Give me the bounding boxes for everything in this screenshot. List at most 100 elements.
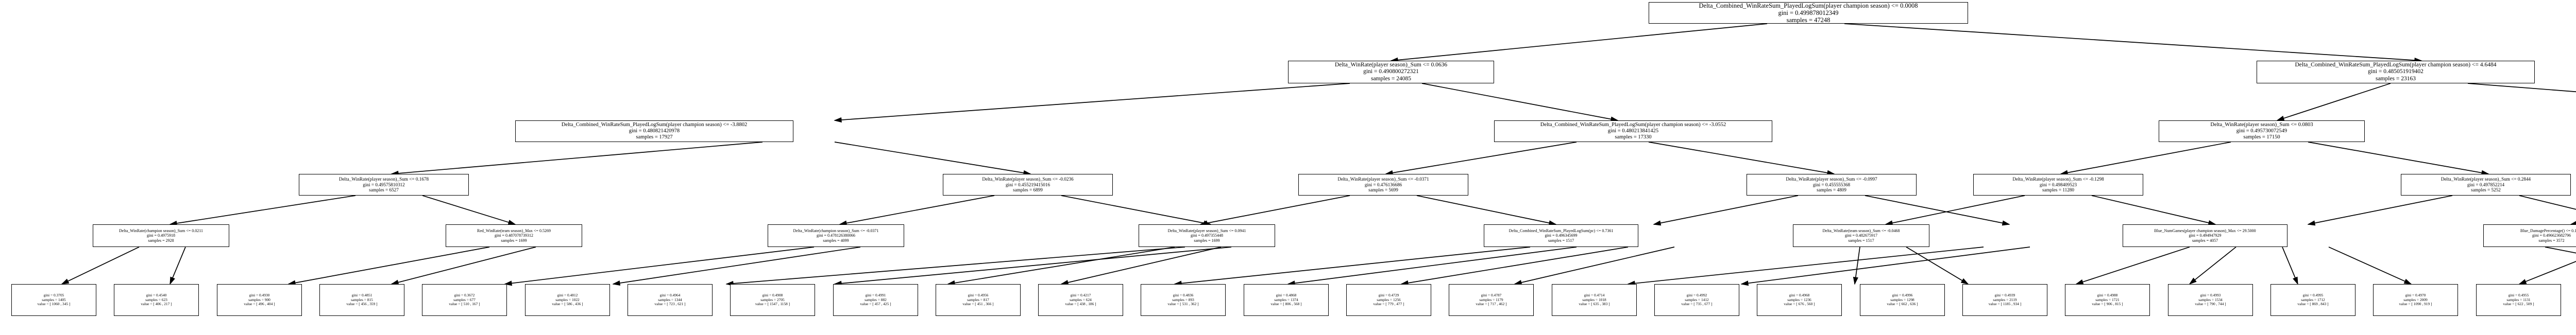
tree-node-lrl[interactable]: Delta_WinRate(player season)_Sum <= -0.0… xyxy=(1298,174,1468,196)
tree-node-l5-2[interactable]: Red_WinRate(team season)_Max <= 0.5269 g… xyxy=(446,224,582,247)
tree-node-lr[interactable]: Delta_Combined_WinRateSum_PlayedLogSum(p… xyxy=(1494,120,1772,142)
leaf-samples: samples = 882 xyxy=(865,297,887,302)
leaf-samples: samples = 1374 xyxy=(1274,297,1298,302)
node-samples: samples = 23163 xyxy=(2375,75,2416,82)
leaf-gini: gini = 0.4995 xyxy=(2302,293,2324,298)
tree-node-rl[interactable]: Delta_WinRate(player season)_Sum <= 0.08… xyxy=(2159,120,2365,142)
leaf-samples: samples = 815 xyxy=(351,297,373,302)
leaf-value: value = [ 723 , 621 ] xyxy=(654,302,686,307)
leaf-samples: samples = 1131 xyxy=(2506,297,2531,302)
leaf-samples: samples = 1721 xyxy=(2095,297,2120,302)
node-samples: samples = 3572 xyxy=(2538,238,2565,243)
leaf-samples: samples = 1534 xyxy=(2198,297,2223,302)
leaf-samples: samples = 1405 xyxy=(42,297,66,302)
leaf-value: value = [ 456 , 359 ] xyxy=(346,302,378,307)
node-condition: Red_WinRate(team season)_Max <= 0.5269 xyxy=(477,228,551,234)
node-samples: samples = 2928 xyxy=(148,238,174,243)
tree-node-ll[interactable]: Delta_Combined_WinRateSum_PlayedLogSum(p… xyxy=(515,120,793,142)
leaf-gini: gini = 0.3705 xyxy=(43,293,64,298)
tree-node-l5-6[interactable]: Delta_WinRate(team season)_Sum <= -0.046… xyxy=(1793,224,1929,247)
node-condition: Delta_Combined_WinRateSum_PlayedLogSum(p… xyxy=(1699,2,1918,9)
leaf-value: value = [ 1060 , 345 ] xyxy=(37,302,71,307)
node-condition: Delta_Combined_WinRateSum_PlayedLogSum(p… xyxy=(1540,122,1726,128)
leaf-value: value = [ 717 , 462 ] xyxy=(1476,302,1507,307)
leaf-gini: gini = 0.4970 xyxy=(2405,293,2426,298)
leaf-value: value = [ 510 , 167 ] xyxy=(449,302,480,307)
node-samples: samples = 47248 xyxy=(1786,16,1831,24)
node-condition: Delta_WinRate(player season)_Sum <= 0.16… xyxy=(338,177,429,182)
leaf-samples: samples = 1179 xyxy=(1479,297,1503,302)
leaf-gini: gini = 0.4836 xyxy=(1173,293,1194,298)
tree-node-right[interactable]: Delta_Combined_WinRateSum_PlayedLogSum(p… xyxy=(2257,61,2535,83)
leaf-samples: samples = 1256 xyxy=(1377,297,1401,302)
tree-node-llr[interactable]: Delta_WinRate(player season)_Sum <= -0.0… xyxy=(943,174,1113,196)
node-condition: Delta_WinRate(player season)_Sum <= 0.28… xyxy=(2441,177,2531,182)
leaf-samples: samples = 623 xyxy=(145,297,167,302)
leaf-gini: gini = 0.4930 xyxy=(249,293,270,298)
leaf-samples: samples = 893 xyxy=(1172,297,1194,302)
tree-node-l5-3[interactable]: Delta_WinRate(champion season)_Sum <= -0… xyxy=(768,224,904,247)
tree-node-lll[interactable]: Delta_WinRate(player season)_Sum <= 0.16… xyxy=(299,174,469,196)
node-samples: samples = 1699 xyxy=(1194,238,1220,243)
node-condition: Delta_WinRate(champion season)_Sum <= -0… xyxy=(793,228,879,234)
node-samples: samples = 17330 xyxy=(1615,134,1652,140)
node-gini: gini = 0.49575810312 xyxy=(363,182,405,187)
node-samples: samples = 4057 xyxy=(2192,238,2218,243)
tree-node-root[interactable]: Delta_Combined_WinRateSum_PlayedLogSum(p… xyxy=(1649,2,1968,24)
node-gini: gini = 0.4975918 xyxy=(147,233,175,238)
leaf-value: value = [ 586 , 436 ] xyxy=(552,302,583,307)
tree-node-l5-1[interactable]: Delta_WinRate(champion season)_Sum <= 0.… xyxy=(93,224,229,247)
leaf-value: value = [ 451 , 366 ] xyxy=(962,302,994,307)
node-condition: Delta_WinRate(player season)_Sum <= 0.06… xyxy=(1334,62,1448,68)
leaf-samples: samples = 1298 xyxy=(1890,297,1914,302)
tree-node-l5-4[interactable]: Delta_WinRate(player season)_Sum <= 0.09… xyxy=(1139,224,1275,247)
tree-node-l5-5[interactable]: Delta_Combined_WinRateSum_PlayedLogSum(p… xyxy=(1484,224,1638,247)
leaf-value: value = [ 790 , 744 ] xyxy=(2195,302,2226,307)
leaf-gini: gini = 0.4996 xyxy=(1892,293,1913,298)
leaf-value: value = [ 906 , 815 ] xyxy=(2092,302,2123,307)
leaf-gini: gini = 0.4992 xyxy=(1686,293,1707,298)
tree-node-l5-9[interactable]: Blue_DamagePercentage() <= 0.1877 gini =… xyxy=(2483,224,2576,247)
leaf-gini: gini = 0.4787 xyxy=(1481,293,1502,298)
node-gini: gini = 0.455219415016 xyxy=(1005,182,1050,187)
node-samples: samples = 6527 xyxy=(369,187,399,193)
leaf-value: value = [ 1090 , 919 ] xyxy=(2399,302,2432,307)
leaf-gini: gini = 0.4964 xyxy=(659,293,681,298)
leaf-gini: gini = 0.4714 xyxy=(1584,293,1605,298)
node-gini: gini = 0.487078739312 xyxy=(495,233,533,238)
leaf-value: value = [ 1185 , 934 ] xyxy=(1988,302,2022,307)
tree-node-rll[interactable]: Delta_WinRate(player season)_Sum <= -0.1… xyxy=(1973,174,2143,196)
tree-node-l5-7b[interactable]: Blue_NumGames(player champion season)_Ma… xyxy=(2123,224,2287,247)
tree-node-rlr[interactable]: Delta_WinRate(player season)_Sum <= 0.28… xyxy=(2401,174,2571,196)
node-condition: Delta_WinRate(team season)_Sum <= -0.046… xyxy=(1822,228,1900,234)
tree-node-lrr[interactable]: Delta_WinRate(player season)_Sum <= -0.0… xyxy=(1747,174,1917,196)
node-gini: gini = 0.480821420978 xyxy=(629,128,680,134)
tree-node-left[interactable]: Delta_WinRate(player season)_Sum <= 0.06… xyxy=(1288,61,1494,83)
node-gini: gini = 0.497852214 xyxy=(2467,182,2505,187)
